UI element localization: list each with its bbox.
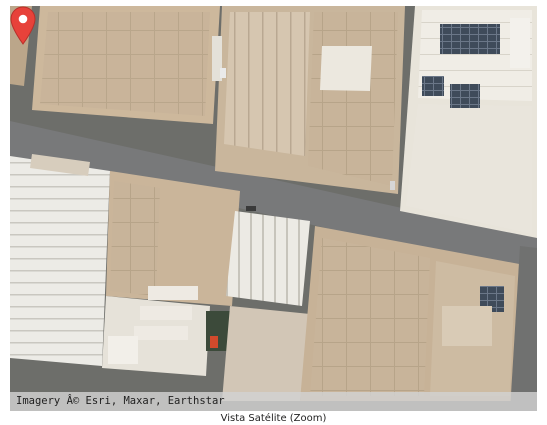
map-caption: Vista Satélite (Zoom): [220, 413, 327, 424]
satellite-imagery: [10, 6, 537, 411]
map-attribution: Imagery Â© Esri, Maxar, Earthstar: [10, 392, 537, 411]
map-pin-icon[interactable]: [10, 6, 36, 46]
satellite-map[interactable]: Imagery Â© Esri, Maxar, Earthstar: [10, 6, 537, 411]
